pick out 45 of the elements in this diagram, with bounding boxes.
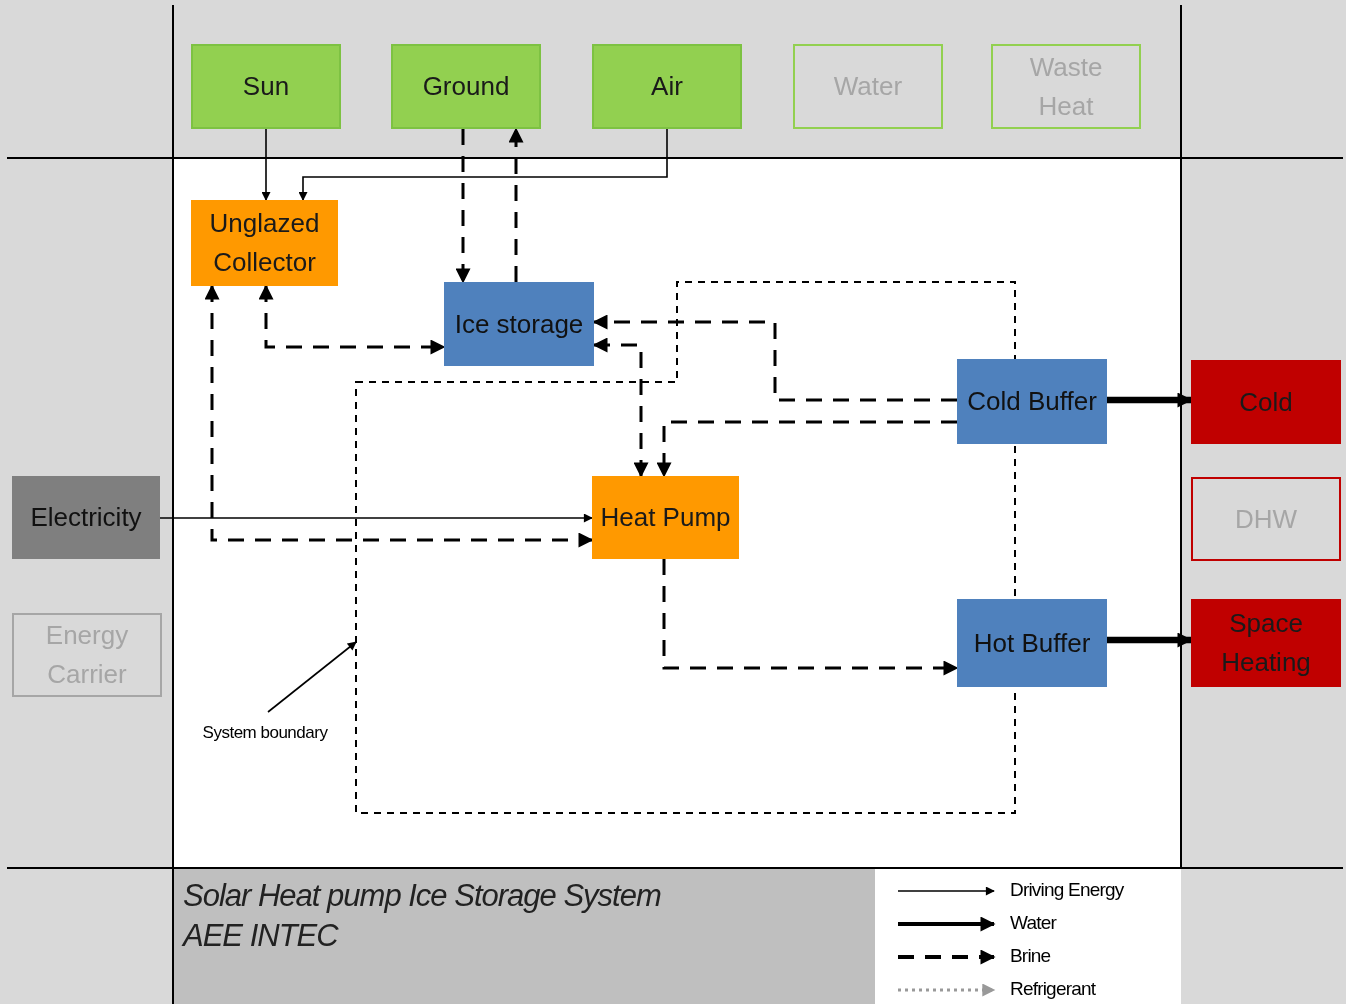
annotation-text: System boundary xyxy=(202,722,328,745)
component-box xyxy=(592,476,739,559)
box-label: Ice storage xyxy=(454,307,584,341)
component-box xyxy=(444,282,594,366)
legend-label: Driving Energy xyxy=(1010,879,1124,901)
legend-label: Brine xyxy=(1010,945,1051,967)
flow-arrow xyxy=(258,284,446,355)
box-label: Hot Buffer xyxy=(973,626,1091,660)
legend-label: Water xyxy=(1010,912,1056,934)
component-box xyxy=(191,200,338,286)
diagram-title: Solar Heat pump Ice Storage System xyxy=(183,878,661,914)
box-label: Cold Buffer xyxy=(967,385,1097,418)
flow-arrow xyxy=(159,513,593,523)
energy-source-box xyxy=(991,44,1141,129)
box-label: Unglazed Collector xyxy=(208,207,321,279)
flow-arrow xyxy=(508,127,524,282)
box-label: Ground xyxy=(422,70,510,103)
author-text: AEE INTEC xyxy=(183,918,338,954)
energy-carrier-box xyxy=(12,613,162,697)
energy-carrier-box xyxy=(12,476,160,559)
box-label: Air xyxy=(651,70,683,103)
legend-label: Refrigerant xyxy=(1010,978,1096,1000)
energy-source-box xyxy=(391,44,541,129)
box-label: Sun xyxy=(242,70,290,103)
box-label: Space Heating xyxy=(1220,607,1312,679)
box-label: Cold xyxy=(1239,385,1293,419)
flow-arrow xyxy=(455,129,471,284)
flow-arrow xyxy=(662,559,959,676)
demand-box xyxy=(1191,599,1341,687)
flow-arrow xyxy=(261,128,271,201)
leader-line xyxy=(267,641,357,713)
energy-source-box xyxy=(191,44,341,129)
energy-source-box xyxy=(793,44,943,129)
flow-arrow xyxy=(656,420,957,478)
flow-arrow xyxy=(298,128,668,201)
box-label: Heat Pump xyxy=(600,501,731,534)
energy-source-box xyxy=(592,44,742,129)
component-box xyxy=(957,599,1107,687)
demand-box xyxy=(1191,360,1341,444)
component-box xyxy=(957,359,1107,444)
demand-box xyxy=(1191,477,1341,561)
flow-arrow xyxy=(1107,392,1193,408)
box-label: Electricity xyxy=(30,501,142,534)
flow-arrow xyxy=(204,284,594,548)
flow-arrow xyxy=(1107,632,1193,648)
